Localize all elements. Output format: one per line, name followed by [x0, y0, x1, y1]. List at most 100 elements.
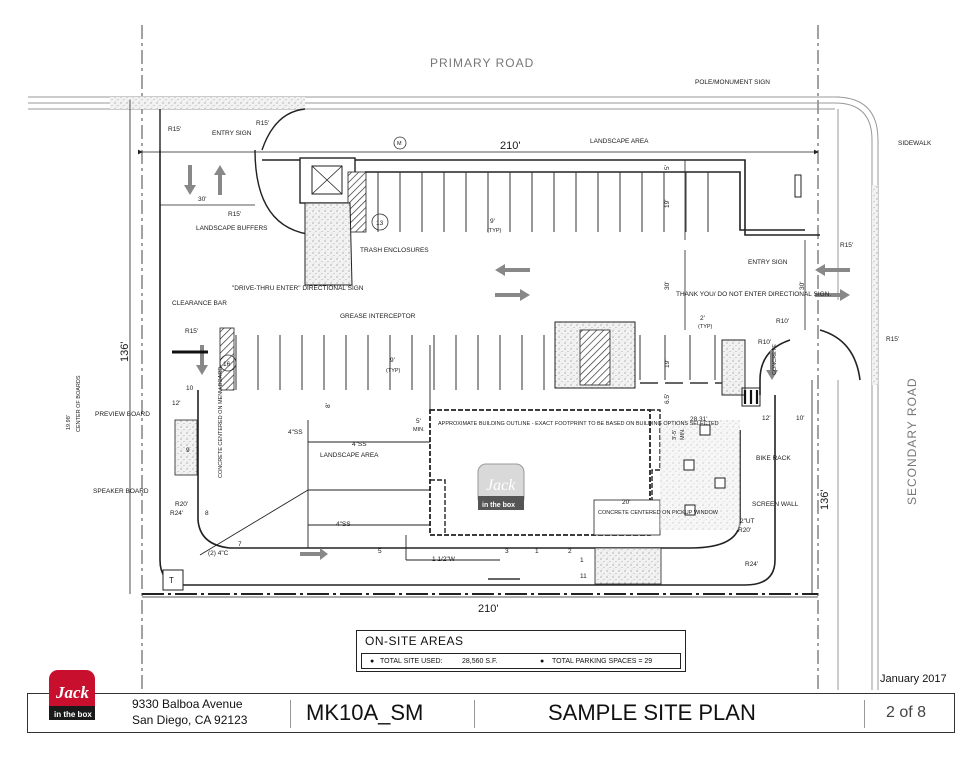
site-used-label: TOTAL SITE USED: [380, 658, 443, 665]
landscape-area-mid-label: LANDSCAPE AREA [320, 452, 379, 459]
svg-text:in the box: in the box [482, 502, 515, 509]
dim-typ-mid: (TYP) [386, 368, 401, 374]
svg-text:1: 1 [535, 548, 539, 555]
dim-30-top: 30' [198, 196, 206, 203]
stall-count-16: 16 [223, 361, 231, 368]
dim-bottom-width: 210' [478, 603, 498, 615]
drawing-title: SAMPLE SITE PLAN [548, 700, 756, 725]
dim-5: 5' [664, 165, 671, 170]
onsite-areas-title: ON-SITE AREAS [365, 634, 464, 648]
dim-6-5: 6.5' [664, 394, 671, 404]
svg-text:1: 1 [580, 557, 584, 564]
landscape-buffers-label: LANDSCAPE BUFFERS [196, 225, 268, 232]
concrete-pickup-label: CONCRETE CENTERED ON PICKUP WINDOW [598, 510, 719, 516]
concrete-vertical-label: CONCRETE [772, 344, 778, 375]
parking-lot-outline [159, 150, 861, 586]
speaker-board-label: SPEAKER BOARD [93, 488, 149, 495]
transformer-label: T [169, 576, 174, 585]
building-brand-logo: Jack in the box [477, 463, 525, 510]
dim-3-5: 3'-5' [672, 430, 678, 440]
radius-r15-e: R15' [185, 328, 198, 335]
onsite-areas-box: ON-SITE AREAS ● TOTAL SITE USED: 28,560 … [356, 630, 686, 672]
divider [290, 700, 291, 728]
transformer-box [162, 569, 184, 591]
patio-area [660, 420, 740, 530]
meter-marker: M [397, 141, 402, 147]
dim-top-width: 210' [500, 140, 520, 152]
speaker-pad [594, 547, 662, 585]
patio-tables [683, 424, 726, 516]
sidewalk-top [110, 97, 305, 109]
stall-count-marker [371, 213, 389, 231]
dim-20: 20' [622, 499, 630, 506]
divider [474, 700, 475, 728]
svg-text:10: 10 [186, 385, 194, 392]
address-line-2: San Diego, CA 92123 [132, 713, 248, 727]
divider [864, 700, 865, 728]
parking-stalls-top [377, 172, 709, 232]
screen-wall-label: SCREEN WALL [752, 501, 799, 508]
dim-right-depth: 136' [819, 490, 831, 510]
dimension-lines [129, 100, 819, 598]
drive-thru-sign-label: "DRIVE-THRU ENTER" DIRECTIONAL SIGN [232, 285, 364, 292]
pole-monument-sign-label: POLE/MONUMENT SIGN [695, 79, 770, 86]
primary-road-label: PRIMARY ROAD [430, 56, 534, 70]
landscape-area-top-label: LANDSCAPE AREA [590, 138, 649, 145]
pickup-window-pad [593, 499, 661, 536]
sidewalk-label: SIDEWALK [898, 140, 932, 147]
water-line-label: 1 1/2"W [432, 556, 456, 563]
dim-typ-top: (TYP) [487, 228, 502, 234]
bike-rack-label: BIKE RACK [756, 455, 791, 462]
svg-text:7: 7 [238, 541, 242, 548]
svg-text:Jack: Jack [486, 477, 516, 494]
pole-monument-sign [794, 174, 802, 198]
radius-r10-b: R10' [758, 339, 771, 346]
dim-left-depth: 136' [119, 342, 131, 362]
concrete-menu-label: CONCRETE CENTERED ON MENU BOARD [218, 367, 224, 478]
ss-4-c-label: 4"SS [288, 429, 303, 436]
radius-r15-a: R15' [168, 126, 181, 133]
dim-30-right-2: 30' [799, 282, 806, 290]
property-centerlines [141, 25, 819, 690]
radius-r24-a: R24' [170, 510, 183, 517]
preview-board-label: PREVIEW BOARD [95, 411, 150, 418]
ss-4-a-label: 4"SS [352, 441, 367, 448]
hatched-island-left [219, 327, 235, 391]
grease-interceptor-label: GREASE INTERCEPTOR [340, 313, 416, 320]
ut-line-label: 2"UT [740, 518, 755, 525]
dim-center-boards: CENTER OF BOARDS [76, 375, 82, 432]
company-address: 9330 Balboa Avenue San Diego, CA 92123 [132, 696, 247, 728]
utility-lines [199, 345, 500, 561]
dim-19: 19' [664, 200, 671, 208]
svg-text:5: 5 [378, 548, 382, 555]
radius-r15-b: R15' [256, 120, 269, 127]
dim-9-mid: 9' [390, 357, 395, 364]
dim-min: MIN. [413, 427, 425, 433]
radius-r15-c: R15' [228, 211, 241, 218]
radius-r20-b: R20' [738, 527, 751, 534]
onsite-areas-row: ● TOTAL SITE USED: 28,560 S.F. ● TOTAL P… [361, 653, 681, 669]
clearance-bar-label: CLEARANCE BAR [172, 300, 227, 307]
bullet-icon: ● [370, 658, 375, 665]
radius-r15-d: R15' [840, 242, 853, 249]
page-number: 2 of 8 [886, 704, 927, 721]
pedestrian-crossing [741, 387, 761, 407]
dim-28-31: 28.31' [690, 416, 708, 423]
address-line-1: 9330 Balboa Avenue [132, 697, 243, 711]
entry-curb-top [159, 108, 316, 236]
dim-min-2: MIN. [680, 428, 686, 440]
building-outline-label: APPROXIMATE BUILDING OUTLINE - EXACT FOO… [438, 421, 719, 427]
drawing-date: January 2017 [880, 673, 947, 685]
svg-text:in the box: in the box [54, 710, 92, 719]
svg-text:3: 3 [505, 548, 509, 555]
title-block: Jack in the box 9330 Balboa Avenue San D… [27, 670, 955, 733]
parking-stalls-middle [235, 335, 716, 390]
svg-text:Jack: Jack [55, 683, 90, 702]
radius-r24-b: R24' [745, 561, 758, 568]
entry-sign-top-label: ENTRY SIGN [212, 130, 252, 137]
drive-thru-island [721, 339, 746, 396]
dim-10: 10' [796, 415, 804, 422]
radius-r15-f: R15' [886, 336, 899, 343]
dim-19-98: 19.98' [66, 415, 72, 430]
